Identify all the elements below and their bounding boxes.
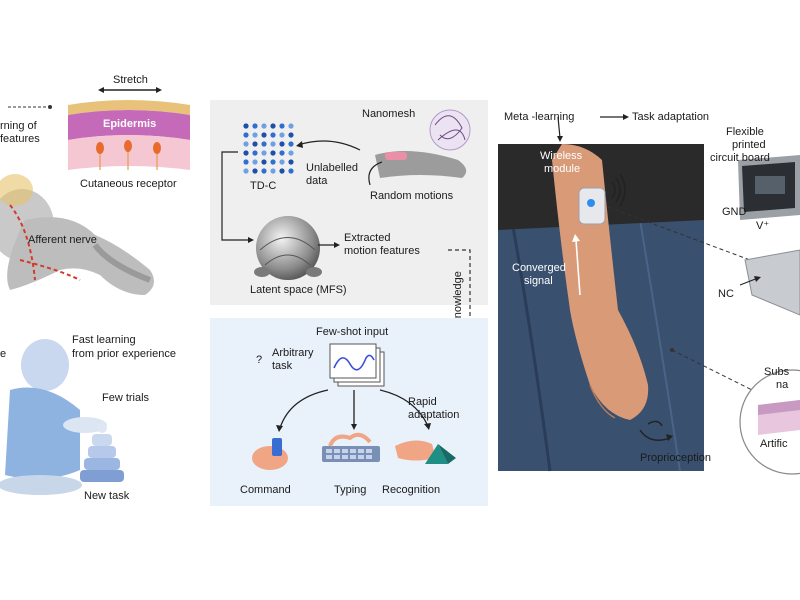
- tdc-dot: [261, 159, 267, 165]
- wireless-label: Wireless: [540, 150, 583, 162]
- tdc-dot: [252, 168, 258, 174]
- tdc-dot: [288, 141, 294, 147]
- extracted-label: Extracted: [344, 232, 391, 244]
- task-adaptation-label: Task adaptation: [632, 111, 710, 123]
- tdc-dot: [288, 132, 294, 138]
- command-label: Command: [240, 484, 291, 496]
- mfs-panel: Nanomesh TD-C Unlabelled data Random mot…: [210, 100, 488, 305]
- tdc-dot: [252, 159, 258, 165]
- arm-photo: [498, 114, 800, 475]
- rapid-label: Rapid: [408, 396, 437, 408]
- tdc-dot: [243, 159, 249, 165]
- tdc-dot: [261, 132, 267, 138]
- circuit-board-label: circuit board: [710, 152, 770, 164]
- skin-illustration: [0, 87, 190, 295]
- nanomesh-label: Nanomesh: [362, 108, 416, 120]
- unlabelled-label: Unlabelled: [306, 162, 358, 174]
- left-top-panel: Stretch Epidermis Cutaneous receptor Aff…: [0, 70, 210, 310]
- tdc-dot: [288, 150, 294, 156]
- stretch-label: Stretch: [113, 74, 148, 86]
- tdc-dot: [279, 168, 285, 174]
- tdc-dot: [279, 141, 285, 147]
- tdc-dot: [270, 168, 276, 174]
- adaptation-label: adaptation: [408, 409, 460, 421]
- converged-label: Converged: [512, 262, 566, 274]
- random-motions-label: Random motions: [370, 190, 454, 202]
- nc-label: NC: [718, 288, 734, 300]
- partial-text-features: features: [0, 133, 40, 145]
- tdc-dot-grid: [243, 123, 294, 174]
- fast-learning-label: Fast learning: [72, 334, 136, 346]
- tdc-dot: [270, 123, 276, 129]
- tdc-dot: [279, 150, 285, 156]
- tdc-dot: [270, 141, 276, 147]
- few-trials-label: Few trials: [102, 392, 150, 404]
- new-task-label: New task: [84, 490, 130, 502]
- module-label: module: [544, 163, 581, 175]
- cutaneous-receptor-label: Cutaneous receptor: [80, 178, 177, 190]
- flexible-label: Flexible: [726, 126, 764, 138]
- recognition-label: Recognition: [382, 484, 441, 496]
- tdc-dot: [252, 141, 258, 147]
- tdc-dot: [252, 132, 258, 138]
- motion-features-label: motion features: [344, 245, 420, 257]
- tdc-dot: [243, 132, 249, 138]
- data-label: data: [306, 175, 328, 187]
- gnd-label: GND: [722, 206, 747, 218]
- left-bottom-panel: e Fast learning from prior experience Fe…: [0, 320, 210, 520]
- tdc-dot: [261, 141, 267, 147]
- proprioception-label: Proprioception: [640, 452, 711, 464]
- right-panel: Meta -learning Task adaptation Wireless …: [490, 100, 800, 500]
- tdc-dot: [288, 168, 294, 174]
- few-shot-diagram: [252, 343, 456, 470]
- prior-experience-label: from prior experience: [72, 348, 176, 360]
- afferent-nerve-label: Afferent nerve: [28, 234, 97, 246]
- tdc-dot: [243, 141, 249, 147]
- meta-learning-label: Meta -learning: [504, 111, 575, 123]
- arbitrary-label: Arbitrary: [272, 347, 314, 359]
- na-partial-label: na: [776, 379, 789, 391]
- signal-label: signal: [524, 275, 553, 287]
- tdc-dot: [279, 123, 285, 129]
- partial-text-learning: rning of: [0, 120, 37, 132]
- tdc-dot: [288, 159, 294, 165]
- tdc-dot: [243, 123, 249, 129]
- epidermis-label: Epidermis: [103, 118, 157, 130]
- few-shot-input-label: Few-shot input: [316, 326, 389, 338]
- tdc-dot: [261, 123, 267, 129]
- vplus-label: V⁺: [756, 220, 770, 232]
- mfs-diagram: [221, 109, 471, 280]
- tdc-dot: [279, 132, 285, 138]
- latent-space-label: Latent space (MFS): [250, 284, 347, 296]
- subs-partial-label: Subs: [764, 366, 790, 378]
- printed-label: printed: [732, 139, 766, 151]
- task-label: task: [272, 360, 293, 372]
- artific-partial-label: Artific: [760, 438, 788, 450]
- tdc-label: TD-C: [250, 180, 277, 192]
- tdc-dot: [261, 150, 267, 156]
- tdc-dot: [243, 168, 249, 174]
- tdc-dot: [252, 150, 258, 156]
- few-shot-panel: Few-shot input ? Arbitrary task Rapid ad…: [210, 318, 488, 506]
- tdc-dot: [270, 159, 276, 165]
- partial-text-e: e: [0, 348, 7, 360]
- tdc-dot: [261, 168, 267, 174]
- toddler-illustration: [0, 339, 124, 495]
- tdc-dot: [252, 123, 258, 129]
- tdc-dot: [243, 150, 249, 156]
- tdc-dot: [270, 150, 276, 156]
- tdc-dot: [288, 123, 294, 129]
- tdc-dot: [270, 132, 276, 138]
- tdc-dot: [279, 159, 285, 165]
- question-mark: ?: [256, 354, 263, 366]
- typing-label: Typing: [334, 484, 367, 496]
